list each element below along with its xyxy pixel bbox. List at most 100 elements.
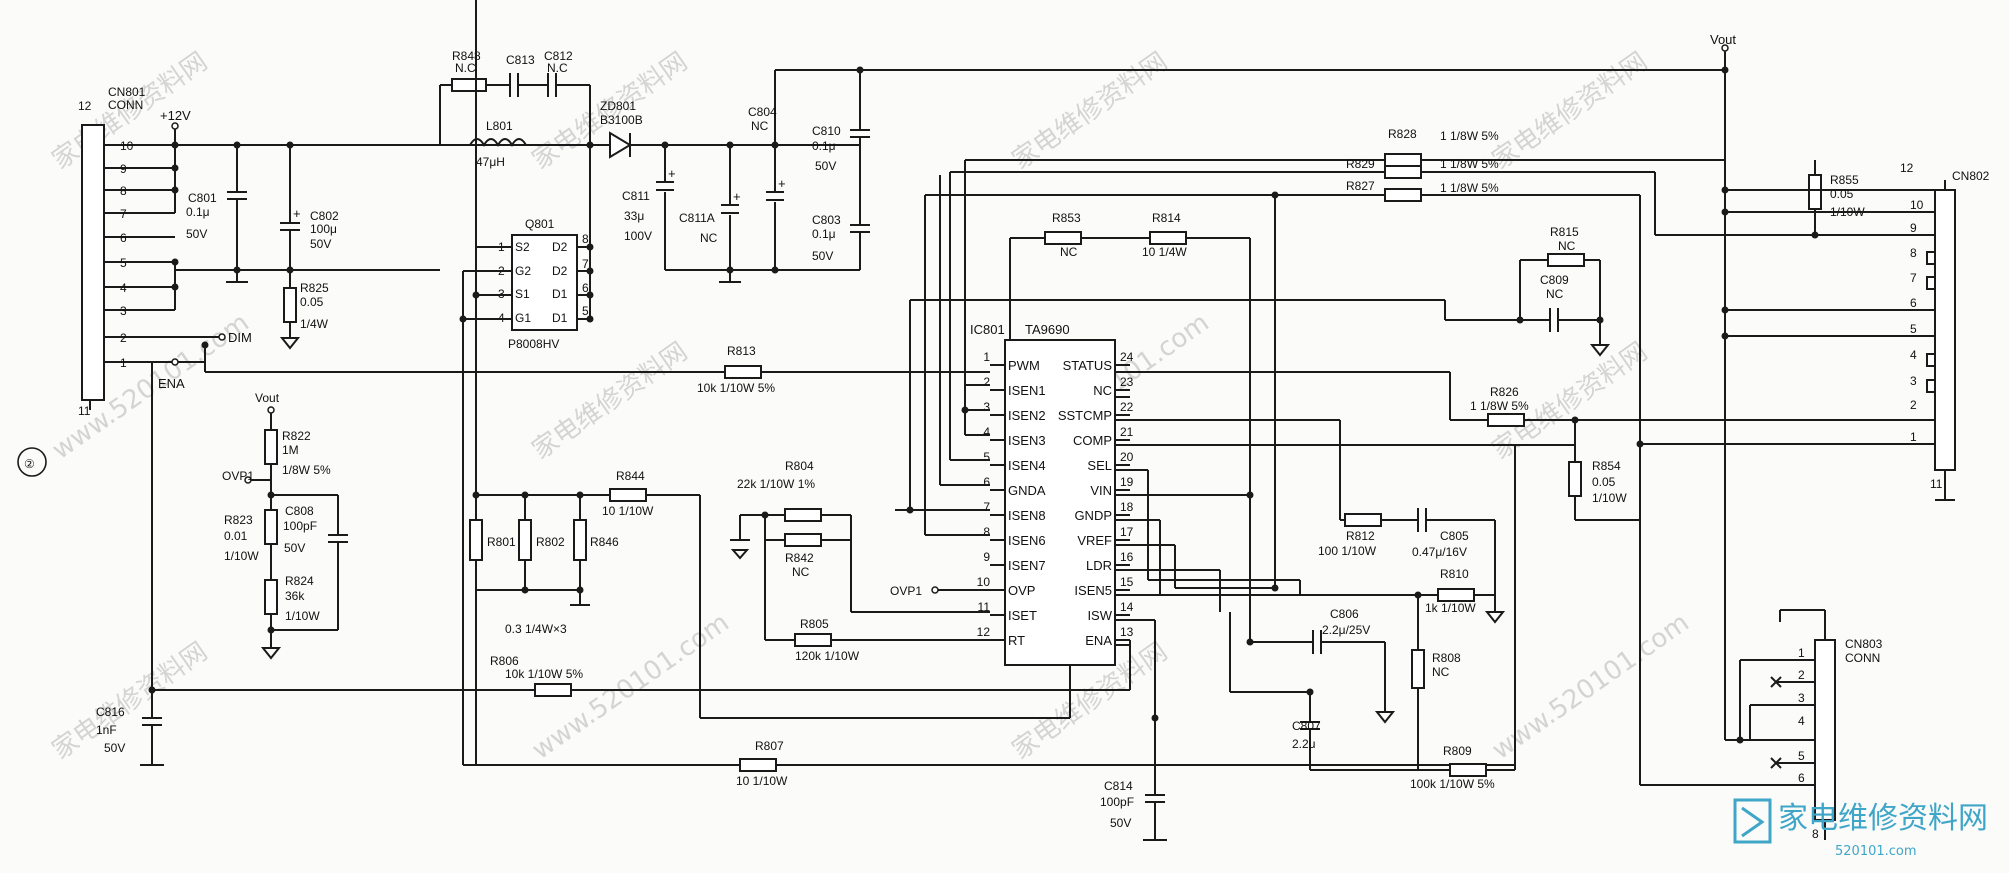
net-dim-label: DIM <box>228 330 252 345</box>
c816-ref: C816 <box>96 705 125 719</box>
ic801-pin-number: 5 <box>983 450 990 464</box>
ic801-pin-name: ISEN4 <box>1008 458 1046 473</box>
r823-ref: R823 <box>224 513 253 527</box>
cn802-pin-number: 6 <box>1910 296 1917 310</box>
r824-value: 36k <box>285 589 305 603</box>
cn801-pin-12-label: 12 <box>78 99 92 113</box>
ic801-part: TA9690 <box>1025 322 1070 337</box>
r805-ref: R805 <box>800 617 829 631</box>
c811-value: 33μ <box>624 209 644 223</box>
cn802-ref: CN802 <box>1952 169 1990 183</box>
ic801-pin-name: SEL <box>1087 458 1112 473</box>
watermark-text: 家电维修资料网 <box>1007 47 1173 176</box>
svg-text:+: + <box>778 176 786 191</box>
r825-power: 1/4W <box>300 317 329 331</box>
cn801-pin-number: 3 <box>120 304 127 318</box>
r810-ref: R810 <box>1440 567 1469 581</box>
c814-voltage: 50V <box>1110 816 1131 830</box>
c812-ref: C812 <box>544 49 573 63</box>
cn802-pin-number: 2 <box>1910 398 1917 412</box>
r814-ref: R814 <box>1152 211 1181 225</box>
r827-value: 1 1/8W 5% <box>1440 181 1499 195</box>
svg-text:+: + <box>293 206 301 221</box>
ic801-pin-number: 12 <box>977 625 991 639</box>
cn803-body <box>1814 639 1836 821</box>
ic801-pin-number: 23 <box>1120 375 1134 389</box>
cn802-pin-12-label: 12 <box>1900 161 1914 175</box>
cn803-pin-8-label: 8 <box>1812 827 1819 841</box>
q801-pin-name: D1 <box>552 287 568 301</box>
ic801-pin-number: 18 <box>1120 500 1134 514</box>
ic801-body <box>1004 339 1116 666</box>
c805-ref: C805 <box>1440 529 1469 543</box>
net-vout-top-label: Vout <box>1710 32 1736 47</box>
c813-ref: C813 <box>506 53 535 67</box>
ic801-pin-number: 16 <box>1120 550 1134 564</box>
r813-ref: R813 <box>727 344 756 358</box>
ic801-pin-name: PWM <box>1008 358 1040 373</box>
cn802-pin-number: 4 <box>1910 348 1917 362</box>
brand-logo: 家电维修资料网 520101.com <box>1733 798 1988 859</box>
r813-value: 10k 1/10W 5% <box>697 381 775 395</box>
ic801-pin-number: 8 <box>983 525 990 539</box>
cn802-unused-pin <box>1926 276 1936 290</box>
cn801-pin-number: 8 <box>120 184 127 198</box>
cn801-pin-number: 5 <box>120 256 127 270</box>
net-ovp1-ic-label: OVP1 <box>890 584 922 598</box>
cn802-pin-number: 1 <box>1910 430 1917 444</box>
r848-ref: R848 <box>452 49 481 63</box>
ic801-pin-name: ISW <box>1087 608 1112 623</box>
ic801-pin-name: LDR <box>1086 558 1112 573</box>
c816-value: 1nF <box>96 723 117 737</box>
q801-pin-name: G2 <box>515 264 531 278</box>
ic801-pin-name: NC <box>1093 383 1112 398</box>
c814-value: 100pF <box>1100 795 1134 809</box>
r812-ref: R812 <box>1346 529 1375 543</box>
r824-ref: R824 <box>285 574 314 588</box>
r829-value: 1 1/8W 5% <box>1440 157 1499 171</box>
r805-value: 120k 1/10W <box>795 649 860 663</box>
c807-value: 2.2μ <box>1292 737 1316 751</box>
watermark-text: 家电维修资料网 <box>47 637 213 766</box>
cn801-pin-number: 4 <box>120 281 127 295</box>
watermark-url: www.520101.com <box>47 308 255 466</box>
r806-ref: R806 <box>490 654 519 668</box>
r802-ref: R802 <box>536 535 565 549</box>
ic801-pin-name: VREF <box>1077 533 1112 548</box>
r815-value: NC <box>1558 239 1576 253</box>
zd801-value: B3100B <box>600 113 643 127</box>
ic801-pin-name: OVP <box>1008 583 1035 598</box>
c812-value: N.C <box>547 61 568 75</box>
ic801-pin-name: SSTCMP <box>1058 408 1112 423</box>
cn801-pin-number: 2 <box>120 331 127 345</box>
r807-value: 10 1/10W <box>736 774 788 788</box>
cn802-pin-number: 7 <box>1910 271 1917 285</box>
ic801-pin-number: 2 <box>983 375 990 389</box>
ic801-pin-name: ISEN7 <box>1008 558 1046 573</box>
r848-value: N.C <box>455 61 476 75</box>
q801-pin-name: D1 <box>552 311 568 325</box>
r809-ref: R809 <box>1443 744 1472 758</box>
r801-ref: R801 <box>487 535 516 549</box>
ic801-pin-name: ISET <box>1008 608 1037 623</box>
q801-pin-number: 6 <box>582 281 589 295</box>
svg-text:+: + <box>733 189 741 204</box>
cn803-pin-number: 3 <box>1798 691 1805 705</box>
cn801-pin-11-label: 11 <box>78 404 91 418</box>
c805-value: 0.47μ/16V <box>1412 545 1467 559</box>
ic801-pin-number: 22 <box>1120 400 1134 414</box>
r824-power: 1/10W <box>285 609 320 623</box>
ic801-pin-name: ISEN1 <box>1008 383 1046 398</box>
q801-pin-name: S1 <box>515 287 530 301</box>
r842-value: NC <box>792 565 810 579</box>
r844-value: 10 1/10W <box>602 504 654 518</box>
r822-power: 1/8W 5% <box>282 463 331 477</box>
cn801-pin-number: 6 <box>120 231 127 245</box>
ic801-pin-number: 20 <box>1120 450 1134 464</box>
r807-ref: R807 <box>755 739 784 753</box>
cn802-pin-number: 9 <box>1910 221 1917 235</box>
cn802-pin-number: 3 <box>1910 374 1917 388</box>
c808-value: 100pF <box>283 519 317 533</box>
